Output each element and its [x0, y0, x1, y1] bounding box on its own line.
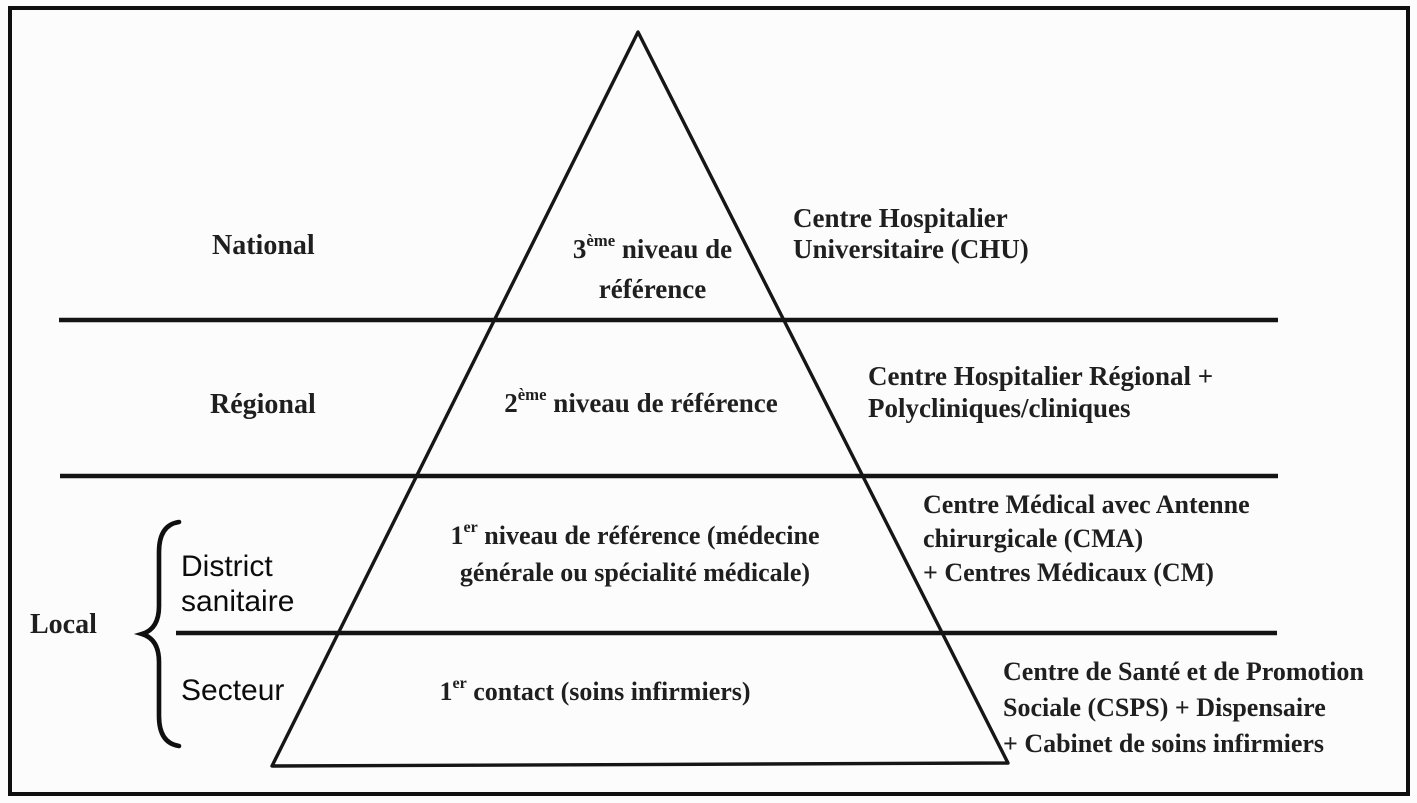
facility-regional-chr: Centre Hospitalier Régional + Polycliniq…	[868, 360, 1213, 424]
level-1-text: niveau de référence (médecine	[477, 521, 820, 550]
first-contact-number: 1	[439, 677, 453, 706]
facility-chr-line2: Polycliniques/cliniques	[868, 393, 1131, 423]
facility-national-chu: Centre Hospitalier Universitaire (CHU)	[793, 203, 1029, 265]
level-3-number: 3	[572, 234, 587, 264]
district-label-line1: District	[181, 550, 273, 583]
local-group-brace	[133, 519, 182, 749]
pyramid-level-3-line1: 3ème niveau de	[540, 229, 765, 269]
pyramid-level-1-line2: générale ou spécialité médicale)	[459, 558, 811, 587]
facility-csps-line2: Sociale (CSPS) + Dispensaire	[1003, 693, 1326, 722]
first-contact-ordinal: er	[452, 674, 467, 692]
facility-secteur-csps: Centre de Santé et de Promotion Sociale …	[1003, 654, 1364, 762]
facility-csps-line3: + Cabinet de soins infirmiers	[1003, 729, 1325, 758]
pyramid-outline	[270, 30, 1010, 768]
facility-district-cma: Centre Médical avec Antenne chirurgicale…	[923, 488, 1250, 590]
admin-label-secteur: Secteur	[181, 674, 285, 707]
district-label-line2: sanitaire	[181, 585, 295, 618]
facility-chr-line1: Centre Hospitalier Régional +	[868, 361, 1214, 391]
pyramid-level-3-line2: référence	[598, 274, 707, 304]
facility-chu-line2: Universitaire (CHU)	[793, 234, 1029, 264]
level-3-ordinal: ème	[586, 230, 616, 250]
pyramid-level-2-label: 2ème niveau de référence	[490, 384, 792, 419]
level-1-ordinal: er	[463, 518, 478, 536]
pyramid-first-contact-label: 1er contact (soins infirmiers)	[420, 674, 770, 707]
pyramid-level-1-label: 1er niveau de référence (médecine généra…	[435, 517, 835, 591]
first-contact-text: contact (soins infirmiers)	[466, 677, 751, 706]
level-2-ordinal: ème	[517, 384, 547, 404]
facility-cma-line1: Centre Médical avec Antenne	[923, 490, 1250, 519]
admin-label-regional: Régional	[210, 389, 316, 420]
facility-cma-line2: chirurgicale (CMA)	[923, 524, 1144, 553]
level-2-number: 2	[504, 388, 518, 418]
admin-label-national: National	[212, 230, 315, 261]
facility-csps-line1: Centre de Santé et de Promotion	[1003, 657, 1364, 686]
facility-cma-line3: + Centres Médicaux (CM)	[923, 558, 1214, 587]
level-1-number: 1	[450, 521, 464, 550]
level-2-text: niveau de référence	[546, 388, 778, 418]
admin-label-local: Local	[30, 609, 97, 640]
facility-chu-line1: Centre Hospitalier	[793, 203, 1008, 233]
pyramid-level-3-label: 3ème niveau de référence	[540, 229, 765, 309]
level-3-text: niveau de	[615, 234, 733, 264]
admin-label-district-sanitaire: District sanitaire	[181, 549, 294, 619]
diagram-border-frame	[8, 6, 1410, 796]
pyramid-level-1-line1: 1er niveau de référence (médecine	[435, 517, 835, 554]
